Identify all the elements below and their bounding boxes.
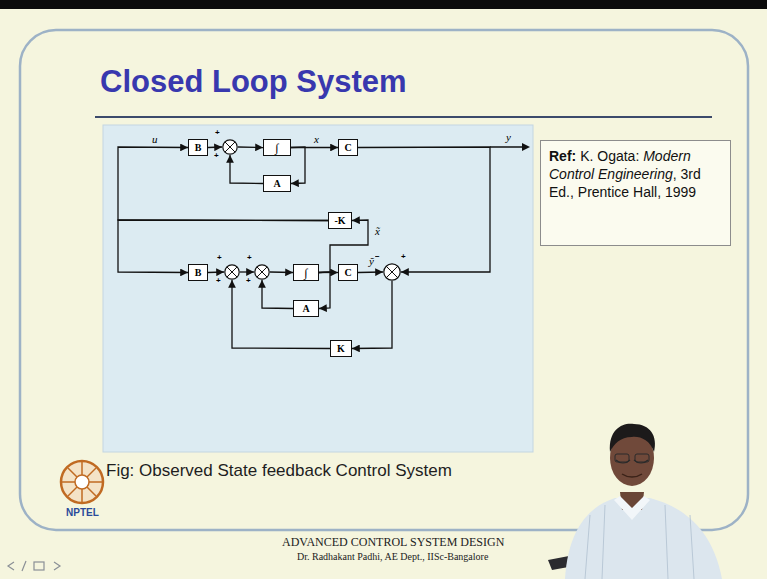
signal-label: ỹ bbox=[368, 255, 375, 267]
sign-label: + bbox=[216, 276, 221, 285]
signal-line bbox=[208, 271, 224, 273]
summing-symbol bbox=[224, 264, 240, 280]
footer-course: ADVANCED CONTROL SYSTEM DESIGN bbox=[282, 535, 504, 549]
signal-line bbox=[208, 146, 222, 148]
slide-ground bbox=[0, 9, 767, 579]
lecturer bbox=[548, 424, 722, 579]
signal-line bbox=[291, 147, 305, 184]
signal-label: x̃ bbox=[374, 225, 381, 237]
summing-junction: ++ bbox=[254, 264, 270, 280]
signal-line bbox=[118, 147, 328, 221]
summing-junction: −+ bbox=[383, 263, 401, 281]
figure-caption: Fig: Observed State feedback Control Sys… bbox=[106, 461, 452, 481]
gain-block: -K bbox=[328, 212, 352, 229]
sign-label: + bbox=[215, 128, 220, 137]
signal-line bbox=[352, 281, 392, 349]
block-label: ∫ bbox=[304, 267, 307, 279]
sign-label: + bbox=[217, 253, 222, 262]
slide-title: Closed Loop System bbox=[100, 64, 407, 100]
integrator-block: ∫ bbox=[263, 139, 291, 156]
output-wire bbox=[490, 143, 530, 151]
gain-block: K bbox=[330, 340, 352, 357]
signal-label: u bbox=[151, 133, 159, 145]
block-label: A bbox=[273, 179, 280, 189]
signal-line bbox=[232, 280, 330, 349]
sign-label: + bbox=[247, 253, 252, 262]
signal-line bbox=[319, 272, 330, 309]
footer-author: Dr. Radhakant Padhi, AE Dept., IISc-Bang… bbox=[297, 551, 488, 563]
block-label: C bbox=[344, 143, 351, 153]
block-label: B bbox=[195, 268, 202, 278]
signal-line bbox=[262, 280, 293, 309]
signal-label: y bbox=[505, 131, 512, 143]
signal-line bbox=[240, 271, 254, 272]
summing-junction: ++ bbox=[222, 139, 238, 155]
gain-block: A bbox=[293, 300, 319, 317]
gain-block: C bbox=[338, 139, 358, 156]
nptel-logo bbox=[61, 461, 103, 503]
signal-line bbox=[358, 271, 383, 273]
reference-text: Ref: bbox=[549, 148, 576, 164]
gain-block: B bbox=[188, 264, 208, 281]
block-label: B bbox=[195, 143, 202, 153]
sign-label: − bbox=[375, 252, 380, 261]
summing-symbol bbox=[383, 263, 401, 281]
slide-frame bbox=[20, 30, 748, 530]
summing-symbol bbox=[254, 264, 270, 280]
reference-box: Ref:K. Ogata:Modern Control Engineering,… bbox=[540, 140, 731, 246]
sign-label: + bbox=[214, 151, 219, 160]
navigation-icons bbox=[8, 561, 60, 571]
block-label: K bbox=[337, 344, 345, 354]
sign-label: + bbox=[246, 276, 251, 285]
diagram-panel bbox=[103, 125, 533, 452]
reference-text: K. Ogata: bbox=[580, 148, 639, 164]
logo-text: NPTEL bbox=[66, 507, 99, 519]
gain-block: C bbox=[338, 264, 358, 281]
block-label: C bbox=[344, 268, 351, 278]
summing-junction: ++ bbox=[224, 264, 240, 280]
title-rule bbox=[95, 116, 712, 118]
sign-label: + bbox=[401, 252, 406, 261]
signal-line bbox=[230, 155, 263, 184]
signal-line bbox=[358, 147, 490, 272]
block-label: -K bbox=[334, 216, 345, 226]
signal-label: x bbox=[313, 133, 320, 145]
gain-block: B bbox=[188, 139, 208, 156]
gain-block: A bbox=[263, 175, 291, 192]
integrator-block: ∫ bbox=[293, 264, 319, 281]
signal-line bbox=[238, 146, 263, 148]
block-label: ∫ bbox=[275, 142, 278, 154]
block-label: A bbox=[302, 304, 309, 314]
summing-symbol bbox=[222, 139, 238, 155]
signal-line bbox=[270, 271, 293, 273]
